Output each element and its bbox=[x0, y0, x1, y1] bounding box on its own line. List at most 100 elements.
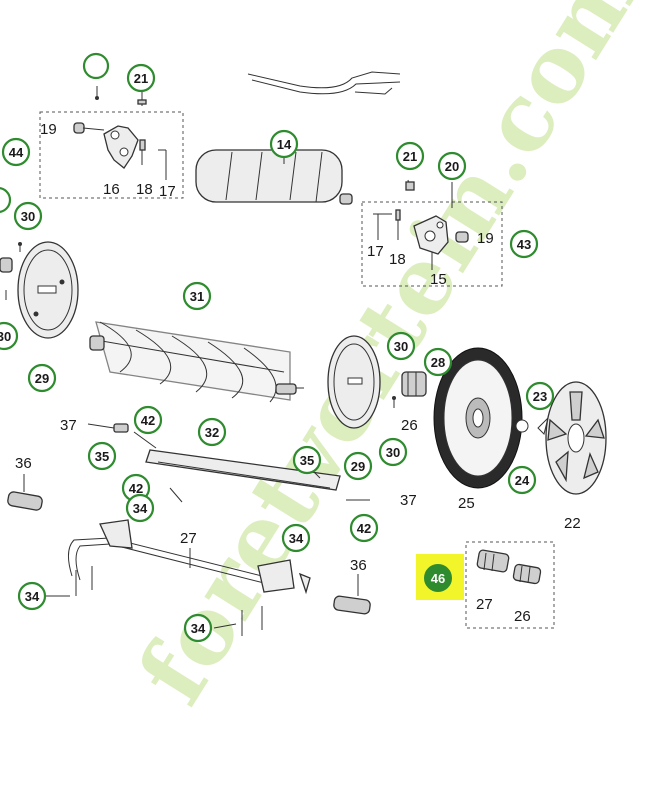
badge-30-left: 30 bbox=[13, 201, 43, 231]
badge-34-mid: 34 bbox=[281, 523, 311, 553]
bolts-34 bbox=[46, 566, 263, 636]
label-36-left: 36 bbox=[15, 455, 32, 472]
cutting-cylinder-31 bbox=[89, 321, 304, 403]
label-17b: 17 bbox=[367, 243, 384, 260]
badge-23: 23 bbox=[525, 381, 555, 411]
label-16: 16 bbox=[103, 181, 120, 198]
badge-21-left: 21 bbox=[126, 63, 156, 93]
badge-32: 32 bbox=[197, 417, 227, 447]
svg-text:44: 44 bbox=[9, 145, 24, 160]
svg-text:42: 42 bbox=[141, 413, 155, 428]
handle-top bbox=[247, 71, 401, 89]
washer-24 bbox=[515, 419, 529, 433]
label-17: 17 bbox=[159, 183, 176, 200]
badge-edge-left bbox=[0, 187, 12, 213]
label-37-right: 37 bbox=[400, 492, 417, 509]
svg-text:42: 42 bbox=[129, 481, 143, 496]
svg-text:42: 42 bbox=[357, 521, 371, 536]
badge-46: 46 bbox=[424, 564, 452, 592]
bracket-16 bbox=[103, 125, 139, 169]
badge-34-bottom: 34 bbox=[183, 613, 213, 643]
badge-21-right: 21 bbox=[395, 141, 425, 171]
group-box-left bbox=[39, 111, 184, 199]
front-frame-33 bbox=[68, 519, 311, 595]
svg-text:30: 30 bbox=[21, 209, 35, 224]
badge-43: 43 bbox=[509, 229, 539, 259]
svg-text:34: 34 bbox=[25, 589, 40, 604]
badge-35-right: 35 bbox=[292, 445, 322, 475]
roller-14 bbox=[195, 149, 353, 205]
svg-text:14: 14 bbox=[277, 137, 292, 152]
svg-text:34: 34 bbox=[133, 501, 148, 516]
roller-pin-36-right bbox=[333, 574, 371, 615]
svg-text:21: 21 bbox=[134, 71, 148, 86]
badge-35-left: 35 bbox=[87, 441, 117, 471]
side-plate-left bbox=[0, 241, 79, 339]
label-37-left: 37 bbox=[60, 417, 77, 434]
label-18b: 18 bbox=[389, 251, 406, 268]
svg-text:43: 43 bbox=[517, 237, 531, 252]
badge-29-right: 29 bbox=[343, 451, 373, 481]
wheel-25 bbox=[433, 347, 523, 489]
badge-24: 24 bbox=[507, 465, 537, 495]
label-26: 26 bbox=[401, 417, 418, 434]
svg-text:46: 46 bbox=[431, 571, 445, 586]
roller-pin-36-left bbox=[7, 474, 43, 511]
svg-text:23: 23 bbox=[533, 389, 547, 404]
svg-text:30: 30 bbox=[394, 339, 408, 354]
pinion-26 bbox=[401, 371, 427, 397]
badge-42-top: 42 bbox=[133, 405, 163, 435]
side-plate-right bbox=[327, 335, 396, 429]
badge-14: 14 bbox=[269, 129, 299, 159]
nut-19-left bbox=[73, 122, 85, 134]
badge-30-mid: 30 bbox=[386, 331, 416, 361]
svg-text:35: 35 bbox=[95, 449, 109, 464]
label-19: 19 bbox=[40, 121, 57, 138]
badge-44: 44 bbox=[1, 137, 31, 167]
badge-30-far-left: 30 bbox=[0, 321, 19, 351]
label-33: 27 bbox=[180, 530, 197, 547]
label-18: 18 bbox=[136, 181, 153, 198]
badge-30-right: 30 bbox=[378, 437, 408, 467]
svg-text:31: 31 bbox=[190, 289, 204, 304]
label-22: 22 bbox=[564, 515, 581, 532]
pinion-27 bbox=[476, 549, 510, 573]
nut-19-right bbox=[455, 231, 469, 243]
svg-text:29: 29 bbox=[351, 459, 365, 474]
screw-top bbox=[137, 99, 147, 105]
washer-18-right bbox=[395, 209, 401, 221]
svg-text:21: 21 bbox=[403, 149, 417, 164]
svg-text:30: 30 bbox=[0, 329, 11, 344]
group-box-bottom-right bbox=[465, 541, 555, 629]
bracket-15 bbox=[413, 215, 449, 255]
svg-text:30: 30 bbox=[386, 445, 400, 460]
badge-34-top: 34 bbox=[125, 493, 155, 523]
label-26-spare: 26 bbox=[514, 608, 531, 625]
pinion-26-spare bbox=[512, 563, 542, 585]
svg-text:34: 34 bbox=[289, 531, 304, 546]
hub-cap-22 bbox=[545, 381, 607, 495]
badge-20: 20 bbox=[437, 151, 467, 181]
badge-29-left: 29 bbox=[27, 363, 57, 393]
label-36-right: 36 bbox=[350, 557, 367, 574]
svg-text:32: 32 bbox=[205, 425, 219, 440]
svg-text:29: 29 bbox=[35, 371, 49, 386]
badge-28: 28 bbox=[423, 347, 453, 377]
label-19b: 19 bbox=[477, 230, 494, 247]
group-box-right bbox=[361, 201, 503, 287]
washer-18-left bbox=[139, 139, 146, 151]
svg-text:20: 20 bbox=[445, 159, 459, 174]
badge-top-left bbox=[82, 52, 110, 80]
label-15: 15 bbox=[430, 271, 447, 288]
label-27: 27 bbox=[476, 596, 493, 613]
svg-text:34: 34 bbox=[191, 621, 206, 636]
label-25: 25 bbox=[458, 495, 475, 512]
svg-text:28: 28 bbox=[431, 355, 445, 370]
badge-34-left: 34 bbox=[17, 581, 47, 611]
svg-text:24: 24 bbox=[515, 473, 530, 488]
svg-text:35: 35 bbox=[300, 453, 314, 468]
badge-31: 31 bbox=[182, 281, 212, 311]
screw-21-right bbox=[405, 181, 415, 191]
badge-42-right: 42 bbox=[349, 513, 379, 543]
